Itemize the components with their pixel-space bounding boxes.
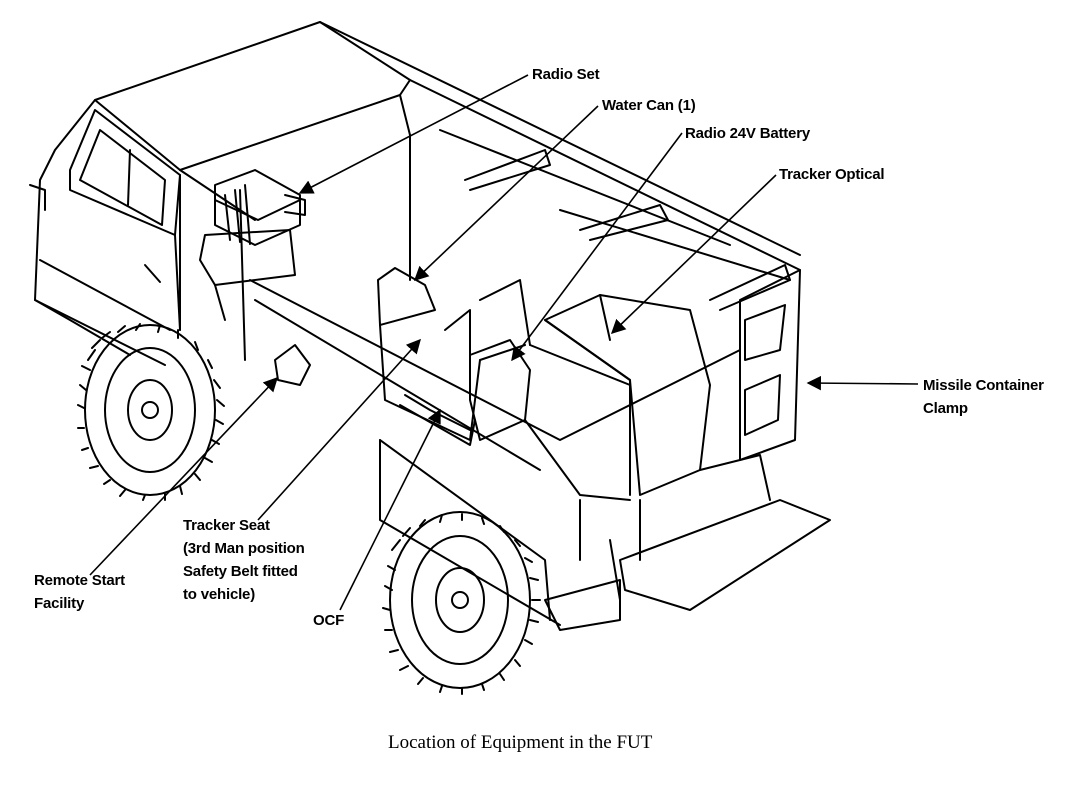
leader-ocf — [339, 408, 441, 611]
label-ocf: OCF — [313, 612, 345, 629]
leader-tracker-seat — [257, 338, 421, 521]
remote-start-box — [274, 344, 311, 386]
front-wheel — [77, 323, 225, 501]
label-radio-set: Radio Set — [532, 66, 600, 83]
cab-front — [29, 99, 181, 366]
label-water-can: Water Can (1) — [602, 97, 696, 114]
label-remote-start-line1: Remote Start — [34, 572, 125, 589]
rear-bumper — [544, 579, 621, 631]
label-tracker-seat-line4: to vehicle) — [183, 586, 255, 603]
rear-wheel — [382, 511, 541, 695]
label-missile-clamp-line1: Missile Container — [923, 377, 1044, 394]
leader-missile-clamp — [806, 375, 919, 391]
label-tracker-optical: Tracker Optical — [779, 166, 885, 183]
leader-radio-set — [298, 74, 529, 194]
leader-tracker-optical — [610, 174, 777, 334]
leader-water-can — [413, 105, 599, 281]
label-radio-battery: Radio 24V Battery — [685, 125, 810, 142]
cab-roof — [94, 21, 801, 271]
figure-caption: Location of Equipment in the FUT — [388, 732, 653, 753]
battery-box — [469, 339, 531, 441]
leader-remote-start — [89, 376, 278, 576]
cab-door — [174, 174, 246, 361]
tailgate — [609, 454, 831, 611]
label-remote-start-line2: Facility — [34, 595, 85, 612]
radio-set-box — [199, 169, 306, 321]
label-tracker-seat-line1: Tracker Seat — [183, 517, 270, 534]
label-tracker-seat-line2: (3rd Man position — [183, 540, 305, 557]
label-tracker-seat-line3: Safety Belt fitted — [183, 563, 298, 580]
label-missile-clamp-line2: Clamp — [923, 400, 968, 417]
body-side — [249, 94, 801, 626]
leader-radio-battery — [511, 132, 683, 362]
tracker-optical-case — [524, 294, 711, 561]
